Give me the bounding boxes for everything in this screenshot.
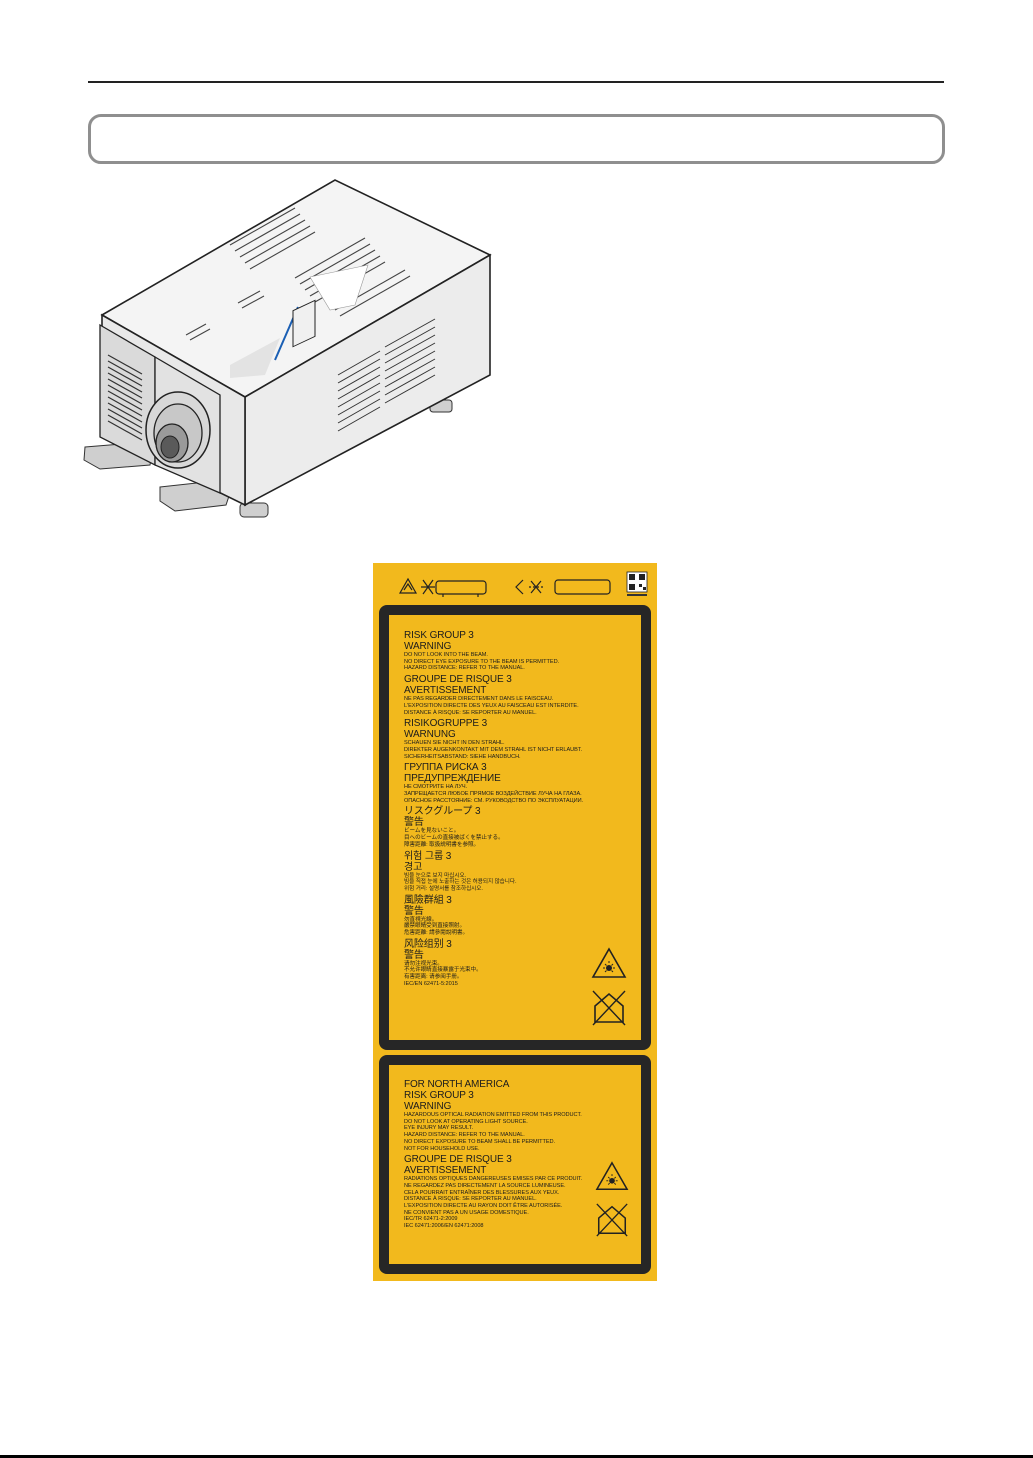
warning-text-line: HAZARD DISTANCE: REFER TO THE MANUAL. bbox=[404, 1132, 525, 1139]
warning-heading: AVERTISSEMENT bbox=[404, 685, 487, 697]
warning-heading: ПРЕДУПРЕЖДЕНИЕ bbox=[404, 773, 501, 785]
warning-text-line: 위험 거리: 설명서를 참조하십시오. bbox=[404, 885, 483, 892]
label-symbol-strip bbox=[398, 571, 648, 597]
footer-rule bbox=[0, 1455, 1033, 1458]
warning-heading: ГРУППА РИСКА 3 bbox=[404, 762, 487, 774]
laser-warning-icon bbox=[591, 947, 627, 978]
warning-text-line: IEC/EN 62471-5:2015 bbox=[404, 980, 458, 987]
warning-text-line: DIREKTER AUGENKONTAKT MIT DEM STRAHL IST… bbox=[404, 746, 583, 753]
warning-text-line: ЗАПРЕЩАЕТСЯ ЛЮБОЕ ПРЯМОЕ ВОЗДЕЙСТВИЕ ЛУЧ… bbox=[404, 791, 582, 798]
warning-text-line: DISTANCE À RISQUE: SE REPORTER AU MANUEL… bbox=[404, 1196, 537, 1203]
warning-heading: WARNING bbox=[404, 1101, 452, 1112]
warning-text-line: SCHAUEN SIE NICHT IN DEN STRAHL. bbox=[404, 740, 505, 747]
no-household-use-icon bbox=[596, 1203, 628, 1237]
laser-warning-icon bbox=[595, 1161, 629, 1191]
warning-heading: 风险组别 3 bbox=[404, 938, 452, 950]
warning-text-line: CELA POURRAIT ENTRAÎNER DES BLESSURES AU… bbox=[404, 1189, 560, 1196]
no-household-use-icon bbox=[592, 990, 626, 1026]
warning-text-line: 目へのビームの直接被ばくを禁止する。 bbox=[404, 835, 504, 842]
warning-text-line: НЕ СМОТРИТЕ НА ЛУЧ. bbox=[404, 784, 468, 791]
warning-heading: AVERTISSEMENT bbox=[404, 1165, 487, 1177]
warning-heading: WARNING bbox=[404, 641, 452, 652]
warning-text-line: 危害距離: 請參閱說明書。 bbox=[404, 930, 468, 937]
warning-text-line: 嚴禁眼睛受到直接照射。 bbox=[404, 923, 465, 930]
warning-heading: 警告 bbox=[404, 949, 424, 961]
warning-text-line: RADIATIONS OPTIQUES DANGEREUSES EMISES P… bbox=[404, 1176, 583, 1183]
warning-text-line: 不允许眼睛直接暴露于光束中。 bbox=[404, 967, 482, 974]
warning-heading: GROUPE DE RISQUE 3 bbox=[404, 1154, 512, 1166]
warning-text-line: NO DIRECT EXPOSURE TO BEAM SHALL BE PERM… bbox=[404, 1138, 556, 1145]
qr-code-icon bbox=[626, 571, 648, 596]
no-eye-icon bbox=[515, 579, 611, 595]
warning-heading: 위험 그룹 3 bbox=[404, 850, 452, 862]
warning-text-line: DO NOT LOOK AT OPERATING LIGHT SOURCE. bbox=[404, 1118, 528, 1125]
section-heading-box bbox=[88, 114, 945, 164]
warning-heading: 경고 bbox=[404, 861, 423, 873]
warning-text-line: IEC/TR 62471-2:2009 bbox=[404, 1216, 458, 1223]
warning-heading: 風險群組 3 bbox=[404, 894, 452, 906]
header-rule bbox=[88, 81, 944, 83]
warning-text-line: NO DIRECT EYE EXPOSURE TO THE BEAM IS PE… bbox=[404, 658, 560, 665]
warning-text-line: NE REGARDEZ PAS DIRECTEMENT LA SOURCE LU… bbox=[404, 1182, 566, 1189]
warning-text-line: DO NOT LOOK INTO THE BEAM. bbox=[404, 652, 488, 658]
warning-text-line: 빔을 눈으로 보지 마십시오. bbox=[404, 872, 467, 879]
warning-text-line: IEC 62471:2006/EN 62471:2008 bbox=[404, 1223, 484, 1230]
warning-text-line: 请勿注视光束。 bbox=[404, 960, 443, 967]
warning-heading: 警告 bbox=[404, 817, 424, 829]
warning-heading: GROUPE DE RISQUE 3 bbox=[404, 674, 512, 686]
warning-text-line: ビームを見ないこと。 bbox=[404, 828, 460, 835]
warning-heading: RISK GROUP 3 bbox=[404, 630, 474, 641]
warning-text-line: DISTANCE À RISQUE: SE REPORTER AU MANUEL… bbox=[404, 709, 537, 716]
warning-heading: リスクグループ 3 bbox=[404, 806, 481, 818]
hazard-triangle-icon bbox=[398, 577, 418, 594]
warning-text-line: ОПАСНОЕ РАССТОЯНИЕ: СМ. РУКОВОДСТВО ПО Э… bbox=[404, 797, 584, 804]
warning-text-line: L'EXPOSITION DIRECTE DES YEUX AU FAISCEA… bbox=[404, 702, 579, 709]
warning-text-line: L'EXPOSITION DIRECTE AU RAYON DOIT ÊTRE … bbox=[404, 1203, 563, 1210]
warning-heading: RISK GROUP 3 bbox=[404, 1090, 474, 1101]
warning-text-line: 빔을 직접 눈에 노출하는 것은 허용되지 않습니다. bbox=[404, 879, 517, 886]
projector-illustration bbox=[83, 179, 492, 518]
warning-heading: 警告 bbox=[404, 905, 424, 917]
warning-text-line: NE CONVIENT PAS A UN USAGE DOMESTIQUE. bbox=[404, 1209, 529, 1216]
warning-text-line: HAZARDOUS OPTICAL RADIATION EMITTED FROM… bbox=[404, 1112, 582, 1118]
warning-text-line: NOT FOR HOUSEHOLD USE. bbox=[404, 1145, 480, 1152]
beam-warning-icon bbox=[421, 579, 487, 597]
warning-text-line: 勿直視光線。 bbox=[404, 916, 438, 923]
warning-text-line: NE PAS REGARDER DIRECTEMENT DANS LE FAIS… bbox=[404, 696, 554, 703]
warning-text-line: HAZARD DISTANCE: REFER TO THE MANUAL. bbox=[404, 665, 525, 672]
warning-heading: FOR NORTH AMERICA bbox=[404, 1079, 510, 1090]
warning-text-line: EYE INJURY MAY RESULT. bbox=[404, 1125, 473, 1132]
warning-text-line: SICHERHEITSABSTAND: SIEHE HANDBUCH. bbox=[404, 753, 521, 760]
warning-heading: WARNUNG bbox=[404, 729, 456, 741]
warning-text-line: 有害距离: 请参阅手册。 bbox=[404, 974, 463, 981]
warning-text-line: 障害距離: 取扱説明書を参照。 bbox=[404, 841, 480, 848]
warning-heading: RISIKOGRUPPE 3 bbox=[404, 718, 488, 730]
